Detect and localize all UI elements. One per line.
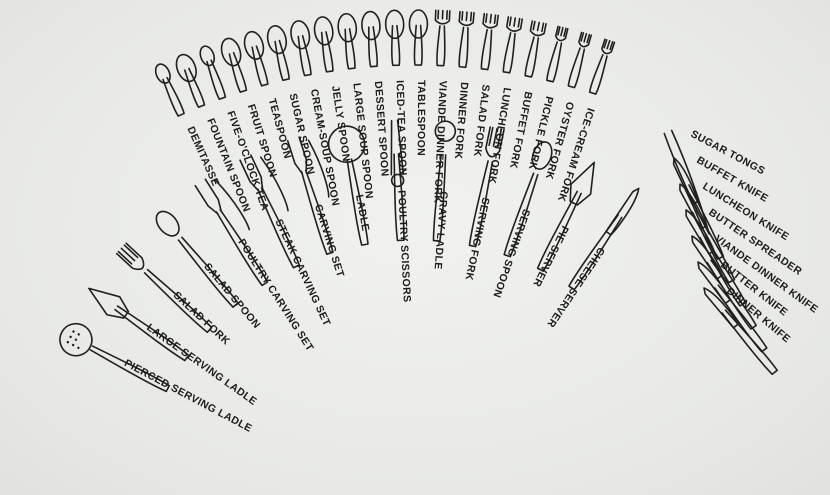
viande-dinner-fork-drawing <box>433 10 449 66</box>
label-poultry-scissors: POULTRY SCISSORS <box>395 190 413 303</box>
dessert-spoon-drawing <box>361 11 383 67</box>
label-pie-server: PIE SERVER <box>530 224 571 289</box>
buffet-fork-drawing <box>521 21 546 78</box>
label-jelly-spoon: JELLY SPOON <box>329 85 352 163</box>
label-large-serving-ladle: LARGE SERVING LADLE <box>144 322 259 408</box>
label-pierced-serving-ladle: PIERCED SERVING LADLE <box>122 357 254 435</box>
fruit-spoon-drawing <box>218 36 252 94</box>
luncheon-fork-drawing <box>500 17 523 74</box>
jelly-spoon-drawing <box>313 16 339 73</box>
demitasse-drawing <box>153 62 187 118</box>
pickle-fork-drawing <box>545 26 568 82</box>
teaspoon-drawing <box>242 30 274 88</box>
label-carving-set: CARVING SET <box>312 203 347 279</box>
large-soup-spoon-drawing <box>337 13 361 70</box>
iced-tea-spoon-drawing <box>385 10 405 66</box>
label-poultry-carving-set: POULTRY CARVING SET <box>235 237 316 354</box>
ice-cream-fork-drawing <box>588 39 615 94</box>
serving-spoon-drawing <box>499 139 555 258</box>
five-oclock-tea-drawing <box>198 44 229 100</box>
label-dinner-fork: DINNER FORK <box>452 82 470 160</box>
label-serving-spoon: SERVING SPOON <box>490 207 532 299</box>
label-tablespoon: TABLESPOON <box>415 80 427 156</box>
tablespoon-drawing <box>409 10 427 65</box>
salad-fork-drawing <box>478 14 499 70</box>
label-large-soup-spoon: LARGE SOUP SPOON <box>350 82 375 199</box>
label-salad-fork: SALAD FORK <box>471 84 492 158</box>
label-salad-fork-serving: SALAD FORK <box>171 289 233 347</box>
dinner-fork-drawing <box>456 12 474 68</box>
label-iced-tea-spoon: ICED-TEA SPOON <box>394 80 409 176</box>
oyster-fork-drawing <box>567 32 592 88</box>
label-viande-dinner-fork: VIANDE DINNER FORK <box>431 80 448 203</box>
cream-soup-spoon-drawing <box>289 19 317 76</box>
label-dessert-spoon: DESSERT SPOON <box>372 81 391 177</box>
